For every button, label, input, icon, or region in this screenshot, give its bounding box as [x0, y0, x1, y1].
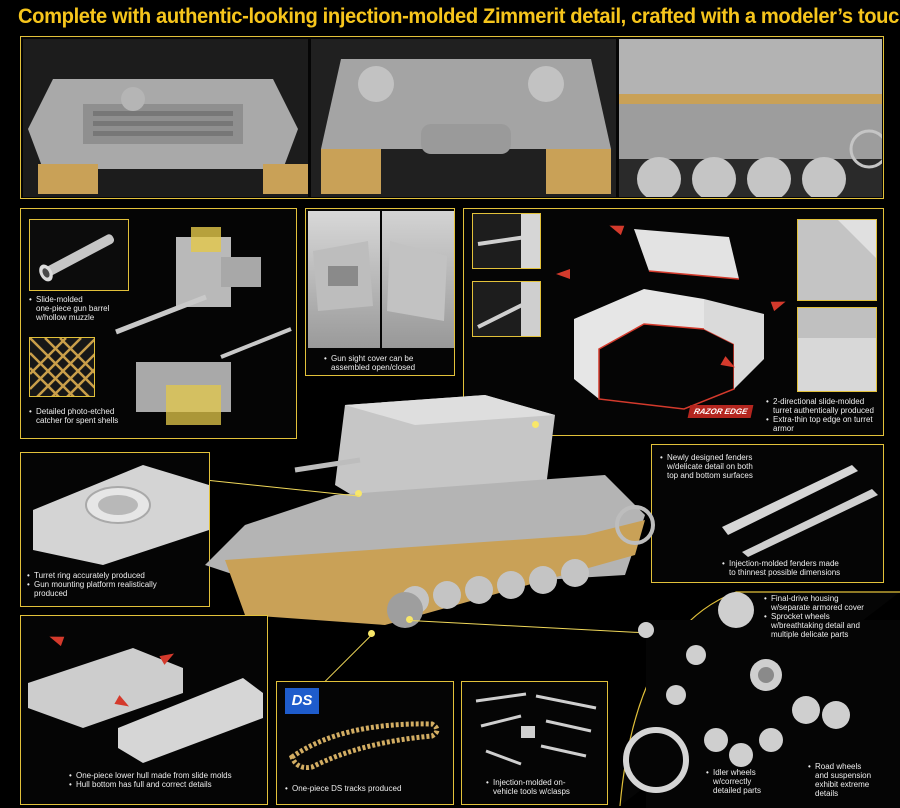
gun-detail-panel: •Slide-molded one-piece gun barrel w/hol…	[20, 208, 297, 439]
turret-caption: •2-directional slide-molded turret authe…	[766, 397, 874, 433]
zimmerit-photo-rear	[311, 39, 616, 197]
wheels-panel: •Final-drive housing w/separate armored …	[616, 590, 900, 808]
gun-sight-caption: •Gun sight cover can be assembled open/c…	[324, 354, 416, 372]
turret-ring-render	[23, 455, 209, 565]
fender-parts-render	[712, 457, 882, 557]
turret-armor-panel: RAZOR EDGE •2-directional slide-molded t…	[463, 208, 884, 436]
turret-sides-render	[564, 229, 794, 419]
razor-edge-badge: RAZOR EDGE	[687, 405, 754, 418]
gun-sight-panel: •Gun sight cover can be assembled open/c…	[305, 208, 455, 376]
wheels-caption-road: •Road wheels and suspension exhibit extr…	[808, 762, 872, 798]
gun-sight-closed-photo	[382, 211, 454, 348]
fenders-caption-bottom: •Injection-molded fenders made to thinne…	[722, 559, 841, 577]
ds-logo: DS	[285, 688, 319, 714]
leader-dot-sprocket	[406, 616, 413, 623]
leader-dot-turret	[532, 421, 539, 428]
zimmerit-photo-side	[619, 39, 882, 197]
turret-ring-caption: •Turret ring accurately produced •Gun mo…	[27, 571, 157, 598]
catcher-caption: •Detailed photo-etched catcher for spent…	[29, 407, 119, 425]
zimmerit-photo-front	[23, 39, 308, 197]
lower-hull-panel: •One-piece lower hull made from slide mo…	[20, 615, 268, 805]
arrow-turret-left	[556, 269, 570, 279]
tools-render	[466, 686, 605, 774]
fenders-panel: •Newly designed fenders w/delicate detai…	[651, 444, 884, 583]
headline: Complete with authentic-looking injectio…	[18, 5, 900, 28]
ds-tracks-panel: DS •One-piece DS tracks produced	[276, 681, 454, 805]
ds-track-render	[282, 712, 450, 772]
wheels-caption-drive: •Final-drive housing w/separate armored …	[764, 594, 864, 639]
fenders-caption-top: •Newly designed fenders w/delicate detai…	[660, 453, 753, 480]
main-tank-render	[185, 385, 665, 635]
turret-edge-inset-3	[797, 219, 877, 301]
photo-etched-catcher-inset	[29, 337, 95, 397]
flak-gun-parts-render	[111, 217, 296, 437]
lower-hull-caption: •One-piece lower hull made from slide mo…	[69, 771, 232, 789]
turret-edge-inset-4	[797, 307, 877, 392]
gun-sight-open-photo	[308, 211, 380, 348]
barrel-muzzle-inset	[29, 219, 129, 291]
ds-tracks-caption: •One-piece DS tracks produced	[285, 784, 402, 793]
turret-edge-inset-2	[472, 281, 541, 337]
vehicle-tools-panel: •Injection-molded on- vehicle tools w/cl…	[461, 681, 608, 805]
leader-dot-ring	[355, 490, 362, 497]
wheels-caption-idler: •Idler wheels w/correctly detailed parts	[706, 768, 762, 795]
tools-caption: •Injection-molded on- vehicle tools w/cl…	[486, 778, 570, 796]
lower-hull-render	[23, 618, 267, 763]
zimmerit-photo-strip	[20, 36, 884, 199]
turret-ring-panel: •Turret ring accurately produced •Gun mo…	[20, 452, 210, 607]
turret-edge-inset-1	[472, 213, 541, 269]
barrel-caption: •Slide-molded one-piece gun barrel w/hol…	[29, 295, 110, 322]
leader-dot-track	[368, 630, 375, 637]
